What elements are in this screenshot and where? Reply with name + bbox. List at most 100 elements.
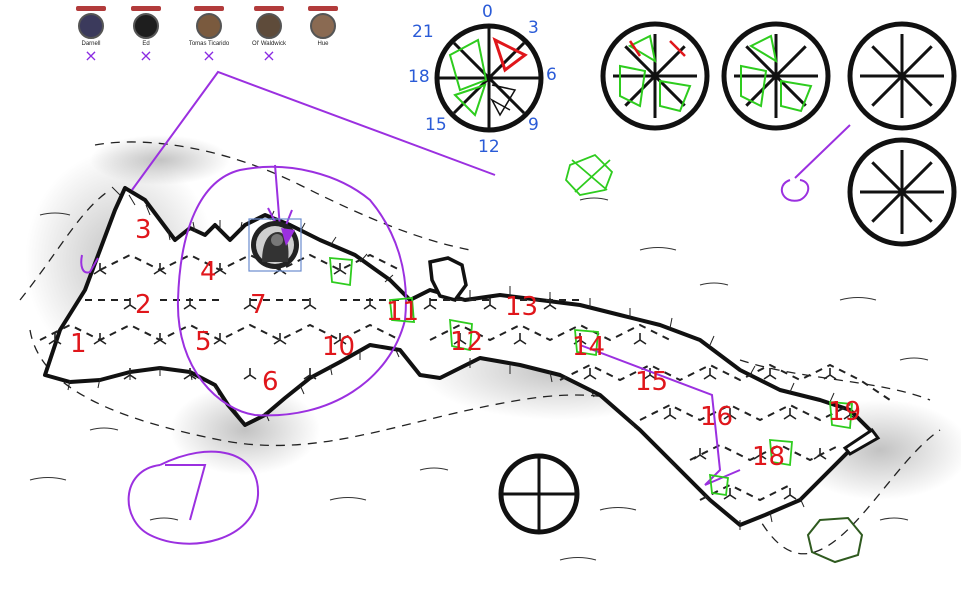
hex-vertex-mark — [753, 448, 767, 460]
hex-vertex-mark — [273, 333, 287, 345]
cross-mark: × — [84, 46, 98, 65]
hex-vertex-mark — [123, 368, 137, 380]
hex-vertex-mark — [153, 333, 167, 345]
player-name: Ol' Waldwick — [252, 41, 286, 47]
clock-number-label: 18 — [408, 67, 430, 87]
spit — [842, 427, 881, 456]
spoke-wheel-icon[interactable] — [600, 21, 710, 131]
hex-vertex-mark — [783, 488, 797, 500]
hex-vertex-mark — [783, 408, 797, 420]
hex-vertex-mark — [183, 368, 197, 380]
hex-grid — [48, 263, 857, 500]
player-portrait-waldwick[interactable]: Ol' Waldwick × — [239, 6, 299, 65]
player-portrait-hue[interactable]: Hue — [293, 6, 353, 47]
hex-number-label: 16 — [700, 402, 733, 432]
hex-vertex-mark — [48, 333, 62, 345]
health-bar — [131, 6, 161, 11]
player-name: Tomas Ticarido — [188, 41, 230, 47]
hex-number-label: 12 — [450, 327, 483, 357]
hex-number-label: 19 — [828, 397, 861, 427]
avatar — [78, 13, 104, 39]
hex-vertex-mark — [513, 333, 527, 345]
dark-green-sketch — [806, 516, 864, 564]
hex-number-label: 5 — [195, 327, 212, 357]
hex-vertex-mark — [633, 333, 647, 345]
purple-annotations — [80, 70, 851, 545]
hex-vertex-mark — [303, 368, 317, 380]
progress-clock[interactable] — [434, 23, 544, 133]
clock-number-layer: 0 3 6 9 12 15 18 21 — [408, 2, 557, 157]
player-portrait-tomas[interactable]: Tomas Ticarido × — [179, 6, 239, 65]
hex-number-label: 18 — [752, 442, 785, 472]
player-portrait-ed[interactable]: Ed × — [116, 6, 176, 65]
hex-vertex-mark — [333, 263, 347, 275]
hex-vertex-mark — [93, 333, 107, 345]
hex-vertex-mark — [583, 368, 597, 380]
island-landmass — [43, 186, 877, 527]
green-annotations — [329, 153, 853, 497]
avatar — [133, 13, 159, 39]
hex-vertex-mark — [723, 488, 737, 500]
hex-vertex-mark — [213, 333, 227, 345]
hex-number-label: 7 — [250, 290, 267, 320]
hex-number-label: 10 — [322, 332, 355, 362]
character-token-icon[interactable] — [248, 218, 302, 272]
coast-dash-lines — [19, 141, 941, 555]
clock-number-label: 6 — [546, 65, 557, 85]
clock-number-label: 15 — [425, 115, 447, 135]
hex-vertex-mark — [153, 263, 167, 275]
fog-shade — [90, 135, 230, 185]
avatar — [310, 13, 336, 39]
hex-number-label: 3 — [135, 215, 152, 245]
sea-wave-marks — [29, 197, 929, 561]
player-portrait-darnell[interactable]: Darnell × — [61, 6, 121, 65]
hex-number-label: 6 — [262, 367, 279, 397]
clock-number-label: 21 — [412, 22, 434, 42]
clock-number-label: 12 — [478, 137, 500, 157]
health-bar — [76, 6, 106, 11]
hex-vertex-mark — [763, 368, 777, 380]
hex-vertex-mark — [303, 298, 317, 310]
hex-number-label: 1 — [70, 329, 87, 359]
clock-number-label: 0 — [482, 2, 493, 22]
hex-number-label: 13 — [505, 292, 538, 322]
hex-vertex-mark — [663, 408, 677, 420]
hex-vertex-mark — [573, 333, 587, 345]
spoke-wheel-icon[interactable] — [847, 21, 957, 131]
hex-vertex-mark — [703, 368, 717, 380]
hex-vertex-mark — [213, 263, 227, 275]
cross-mark: × — [262, 46, 276, 65]
hex-outlines — [39, 253, 891, 502]
hex-number-label: 2 — [135, 290, 152, 320]
hex-number-label: 14 — [572, 332, 605, 362]
hex-vertex-mark — [93, 263, 107, 275]
hex-number-label: 4 — [200, 257, 217, 287]
hex-number-label: 11 — [386, 297, 419, 327]
health-bar — [254, 6, 284, 11]
health-bar — [308, 6, 338, 11]
hex-vertex-mark — [453, 333, 467, 345]
cross-mark: × — [202, 46, 216, 65]
player-name: Hue — [317, 41, 329, 47]
hex-vertex-mark — [333, 333, 347, 345]
islet — [428, 256, 468, 302]
hex-vertex-mark — [243, 368, 257, 380]
spoke-wheel-icon[interactable] — [721, 21, 831, 131]
clock-number-label: 9 — [528, 115, 539, 135]
hex-vertex-mark — [483, 298, 497, 310]
player-name: Darnell — [81, 41, 101, 47]
player-name: Ed — [142, 41, 150, 47]
cross-mark: × — [139, 46, 153, 65]
hex-vertex-mark — [723, 408, 737, 420]
spoke-wheel-icon[interactable] — [847, 137, 957, 247]
avatar — [256, 13, 282, 39]
hex-vertex-mark — [823, 368, 837, 380]
spoke-wheel-group — [600, 21, 957, 247]
hex-number-label: 15 — [635, 367, 668, 397]
clock-number-label: 3 — [528, 18, 539, 38]
avatar — [196, 13, 222, 39]
crosshair-compass-icon[interactable] — [498, 453, 580, 535]
health-bar — [194, 6, 224, 11]
